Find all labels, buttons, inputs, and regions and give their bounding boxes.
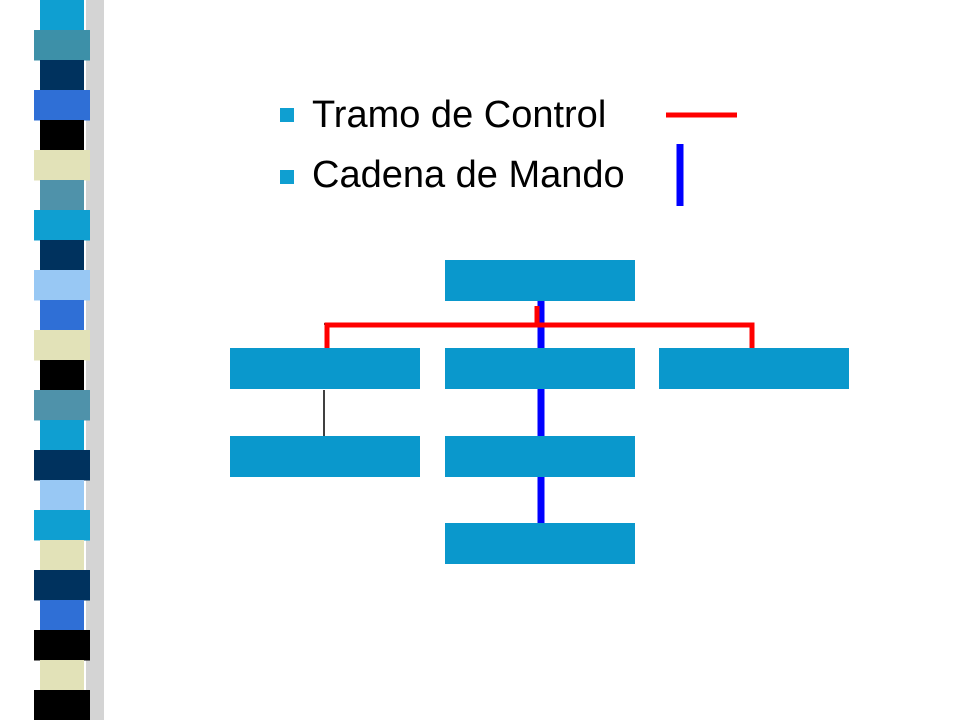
stripe-segment (40, 600, 84, 631)
stripe-segment (34, 690, 90, 720)
stripe-segment (40, 540, 84, 571)
org-box-l1-right (659, 348, 849, 389)
stripe-segment (34, 510, 90, 541)
stripe-segment (40, 660, 84, 691)
stripe-segment (34, 30, 90, 61)
stripe-segment (40, 480, 84, 511)
stripe-segment (34, 630, 90, 661)
org-box-top (445, 260, 635, 301)
stripe-segment (40, 240, 84, 271)
stripe-segment (34, 450, 90, 481)
stripe-segment (40, 420, 84, 451)
stripe-segment (40, 60, 84, 91)
bullet-square-icon (280, 108, 294, 122)
legend-label-chain-of-command: Cadena de Mando (312, 154, 625, 196)
stripe-segment (40, 120, 84, 151)
stripe-segment (34, 150, 90, 181)
bullet-square-icon (280, 170, 294, 184)
stripe-segment (34, 90, 90, 121)
stripe-segment (40, 300, 84, 331)
stripe-segment (34, 570, 90, 601)
stripe-segment (34, 390, 90, 421)
org-box-l2-left (230, 436, 420, 477)
decorative-stripe-bar (34, 0, 104, 720)
stripe-segment (34, 270, 90, 301)
legend-label-span-of-control: Tramo de Control (312, 94, 607, 136)
stripe-segment (40, 180, 84, 211)
org-box-l1-center (445, 348, 635, 389)
stripe-segment (34, 330, 90, 361)
stripe-segment (40, 360, 84, 391)
org-box-l3-center (445, 523, 635, 564)
stripe-segment (34, 210, 90, 241)
stripe-shadow (86, 0, 104, 720)
stripe-segment (40, 0, 84, 31)
org-box-l2-center (445, 436, 635, 477)
org-box-l1-left (230, 348, 420, 389)
